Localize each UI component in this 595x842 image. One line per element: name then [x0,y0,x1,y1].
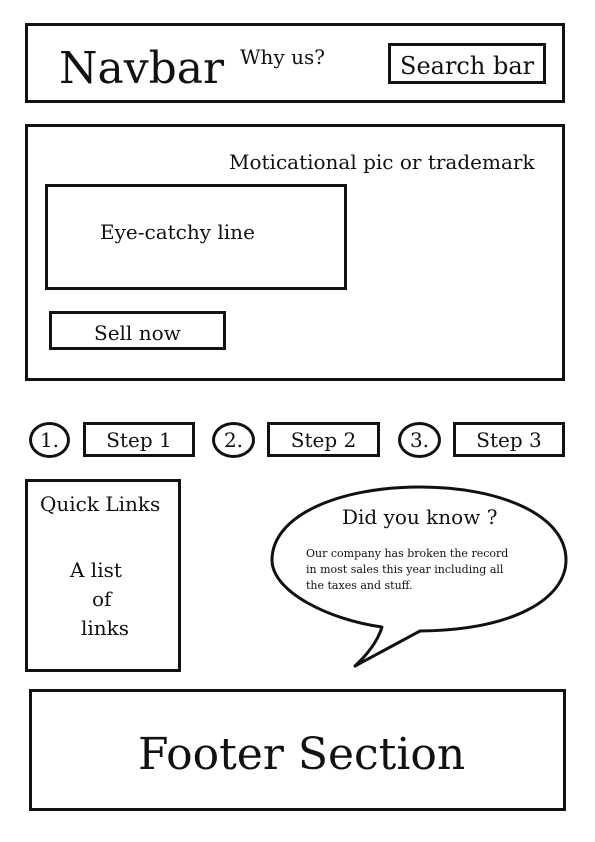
step-1-number-text: 1. [39,428,60,452]
step-2-number-text: 2. [223,428,244,452]
step-3-number: 3. [398,422,441,458]
quick-links-line-1[interactable]: A list [70,558,122,582]
step-2-label: Step 2 [290,427,357,452]
sell-now-button[interactable]: Sell now [49,311,226,350]
step-3-number-text: 3. [409,428,430,452]
sell-now-label: Sell now [94,321,181,345]
step-1-button[interactable]: Step 1 [83,422,195,457]
did-you-know-line-2: in most sales this year including all [306,563,504,576]
did-you-know-line-1: Our company has broken the record [306,547,509,560]
navbar-brand[interactable]: Navbar [59,43,225,94]
quick-links-panel [25,479,181,672]
step-3-label: Step 3 [476,427,542,452]
step-1-label: Step 1 [106,427,172,452]
quick-links-title: Quick Links [40,492,161,516]
step-2-button[interactable]: Step 2 [267,422,380,457]
did-you-know-title: Did you know ? [342,505,498,529]
step-1-number: 1. [29,422,70,458]
hero-tagline-box: Eye-catchy line [45,184,347,290]
quick-links-line-3[interactable]: links [81,616,130,640]
quick-links-line-2[interactable]: of [92,587,112,611]
footer-section [29,689,566,811]
search-bar-label: Search bar [400,52,535,80]
footer-title: Footer Section [138,729,466,780]
nav-link-why-us[interactable]: Why us? [240,45,325,69]
step-3-button[interactable]: Step 3 [453,422,565,457]
search-bar[interactable]: Search bar [388,43,546,84]
hero-trademark: Moticational pic or trademark [229,150,535,174]
did-you-know-line-3: the taxes and stuff. [306,579,413,592]
step-2-number: 2. [212,422,255,458]
hero-tagline: Eye-catchy line [100,220,255,244]
